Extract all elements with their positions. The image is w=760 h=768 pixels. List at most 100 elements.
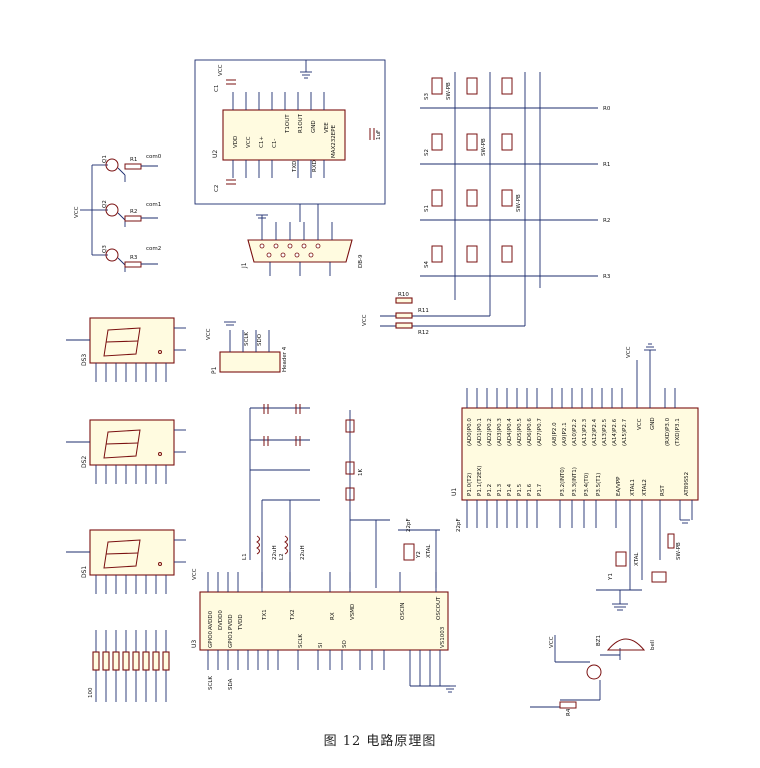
ds2-ref: DS2 — [81, 456, 88, 468]
row-net-r2: R2 — [603, 218, 610, 224]
sw-pb-label-2: SW-PB — [481, 138, 487, 156]
r12-ref: R12 — [418, 330, 429, 336]
crystal-y1 — [615, 551, 627, 567]
mcu-section: U1 AT89S52 (AD0)P0.0 (AD1)P0.1 (AD2)P0.2… — [451, 343, 699, 611]
mcu-pin-p04: (AD4)P0.4 — [507, 418, 513, 446]
vcc-max232: VCC — [218, 64, 224, 76]
digit-drivers: VCC Q1 R1 com0 Q2 R2 com1 Q3 — [74, 154, 162, 272]
vs1003-pin-avdd0: AVDD0 — [208, 610, 214, 630]
mcu-pin-p07: (AD7)P0.7 — [537, 418, 543, 446]
switch-s3: S3 — [424, 93, 430, 100]
max232-chip — [222, 109, 346, 161]
db9-connector: J1 DB-9 — [241, 204, 364, 276]
mcu-pin-p21: (A9)P2.1 — [562, 422, 568, 446]
q1-ref: Q1 — [102, 155, 108, 163]
mcu-pin-xtal2: XTAL2 — [642, 479, 648, 496]
y1-ref: Y1 — [608, 573, 614, 581]
max232-pin-t1out: T1OUT — [285, 114, 291, 134]
cap-22p-a: 22pF — [406, 518, 412, 532]
p1-ref: P1 — [211, 366, 218, 374]
segment-resistors: 100 — [88, 630, 170, 702]
header4-name: Header 4 — [282, 346, 288, 372]
q2-ref: Q2 — [102, 200, 108, 208]
driver-q1: Q1 R1 com0 — [92, 154, 162, 182]
max232-pin-vcc: VCC — [246, 136, 252, 148]
display-ds3: DS3 — [66, 317, 186, 382]
reset-resistor — [667, 533, 675, 549]
mcu-pin-t0: P3.4(T0) — [584, 473, 590, 496]
inductor-l2: L2 — [279, 553, 285, 560]
ground-symbol-max232 — [300, 60, 312, 79]
r4-ref: R4 — [566, 708, 572, 716]
mcu-name: AT89S52 — [684, 472, 690, 496]
mcu-pin-p12: P1.2 — [487, 484, 493, 496]
vs1003-pin-rx: RX — [330, 612, 336, 620]
ds3-ref: DS3 — [81, 354, 88, 366]
vs1003-pin-tx1: TX1 — [262, 609, 268, 621]
mcu-pin-p00: (AD0)P0.0 — [467, 418, 473, 446]
mcu-chip — [461, 407, 699, 501]
vs1003-pin-vsmd: VSMD — [350, 604, 356, 620]
mcu-pin-rxd: (RXD)P3.0 — [665, 417, 671, 446]
audio-filter: L1 22uH L2 22uH Y2 XTAL 22pF 22pF 1K — [242, 404, 462, 588]
mcu-bottom-pins — [466, 500, 693, 590]
inductor-l1-value: 22uH — [272, 545, 278, 560]
cap-c3-label: 1uF — [376, 130, 382, 140]
mcu-pin-p03: (AD3)P0.3 — [497, 418, 503, 446]
reset-button — [651, 571, 667, 583]
cap-22p-b: 22pF — [456, 518, 462, 532]
vcc-buzzer: VCC — [549, 636, 555, 648]
max232-caps — [226, 79, 375, 185]
switch-s1: S1 — [424, 205, 430, 212]
com2-net: com2 — [146, 246, 161, 252]
y2-ref: Y2 — [416, 551, 422, 559]
ground-symbol-vs1003 — [444, 685, 456, 693]
com1-net: com1 — [146, 202, 161, 208]
vs1003-pin-so: SO — [342, 640, 348, 648]
serial-wire-loop — [194, 59, 386, 205]
mcu-pin-p16: P1.6 — [527, 483, 533, 496]
mcu-pin-p23: (A11)P2.3 — [582, 418, 588, 446]
keypad-buttons — [431, 77, 513, 263]
switch-s2: S2 — [424, 149, 430, 156]
mcu-pin-p05: (AD5)P0.5 — [517, 418, 523, 446]
max232-pin-c1p: C1+ — [259, 136, 265, 148]
mcu-pin-vcc: VCC — [637, 418, 643, 430]
sw-pb-label-1: SW-PB — [446, 82, 452, 100]
inductor-l1: L1 — [242, 553, 248, 560]
mcu-pin-p14: P1.4 — [507, 483, 513, 496]
mcu-ref: U1 — [451, 488, 458, 496]
mcu-pin-rst: RST — [660, 485, 666, 496]
mcu-pin-p24: (A12)P2.4 — [592, 418, 598, 446]
r3-ref: R3 — [130, 255, 138, 261]
vcc-vs1003: VCC — [192, 568, 198, 580]
cap-c1-label: C1 — [214, 85, 220, 92]
switch-s4: S4 — [424, 261, 430, 268]
vs1003-pin-si: SI — [318, 643, 324, 648]
bz1-ref: BZ1 — [596, 635, 602, 646]
mcu-pin-p10: P1.0(T2) — [467, 473, 473, 496]
net-sdo-header: SDO — [257, 333, 263, 346]
mcu-pin-p27: (A15)P2.7 — [622, 418, 628, 446]
vs1003-top-pins — [207, 572, 437, 592]
row-net-r1: R1 — [603, 162, 610, 168]
vs1003-ref: U3 — [191, 640, 198, 648]
net-sclk-header: SCLK — [244, 332, 250, 346]
max232-pin-c1n: C1- — [272, 139, 278, 148]
net-sdo-vs: SDA — [228, 678, 234, 690]
display-ds1: DS1 — [66, 529, 186, 594]
vs1003-pin-dvdd0: DVDD0 — [218, 610, 224, 630]
y2-type: XTAL — [426, 544, 432, 558]
max232-pins — [232, 92, 325, 178]
buzzer-section: VCC BZ1 bell R4 — [530, 635, 656, 716]
mcu-pin-p02: (AD2)P0.2 — [487, 418, 493, 446]
max232-pin-vdd: VDD — [233, 136, 239, 148]
mcu-pin-p06: (AD6)P0.6 — [527, 418, 533, 446]
mcu-top-pins — [466, 350, 676, 408]
buzzer-transistor — [586, 664, 602, 680]
ground-symbol-reset — [680, 519, 690, 524]
net-rxd: RXD — [312, 160, 318, 172]
ground-symbol-mcu — [644, 343, 656, 351]
